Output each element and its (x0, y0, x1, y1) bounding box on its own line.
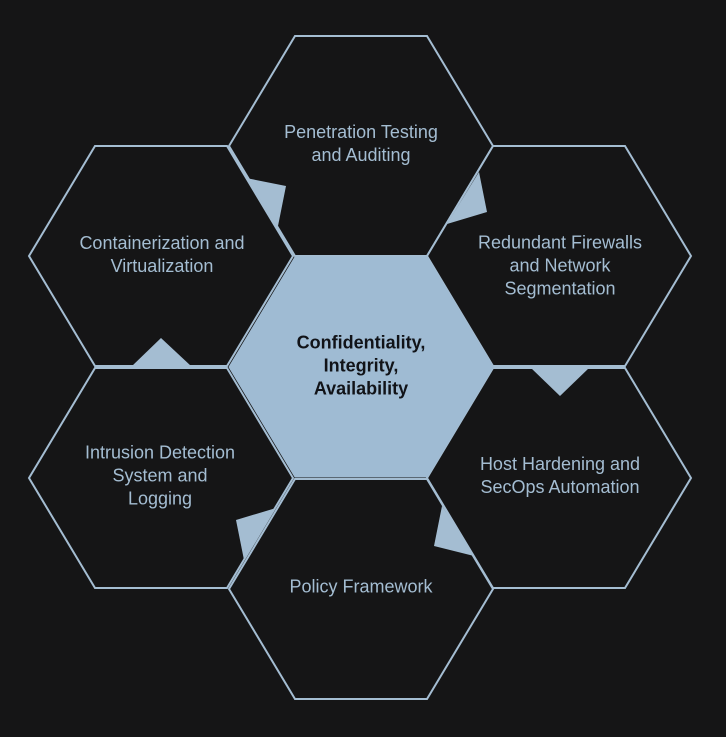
connector-arrow-top-right (447, 172, 487, 224)
hexagon-bottom (227, 478, 495, 700)
hexagon-center (228, 256, 494, 478)
connector-arrow-top-left (246, 178, 286, 226)
hexagon-upper-left (27, 145, 295, 367)
hexagon-label-upper-left: Containerization and Virtualization (79, 233, 245, 276)
hexagon-label-top: Penetration Testing and Auditing (284, 122, 438, 165)
connector-arrow-right (531, 368, 589, 396)
hexagon-label-lower-right: Host Hardening and SecOps Automation (479, 454, 641, 497)
hexagon-label-lower-left: Intrusion Detection System and Logging (84, 442, 236, 509)
connector-arrow-left (132, 338, 191, 366)
connector-arrow-bottom-right (434, 506, 474, 556)
hexagon-label-upper-right: Redundant Firewalls and Network Segmenta… (477, 232, 643, 299)
center-label: Confidentiality, Integrity, Availability (296, 332, 426, 399)
hexagon-label-bottom: Policy Framework (289, 576, 433, 597)
hexagon-upper-right (425, 145, 693, 367)
connector-arrow-bottom-left (236, 508, 276, 560)
hexagon-lower-left (27, 367, 295, 589)
